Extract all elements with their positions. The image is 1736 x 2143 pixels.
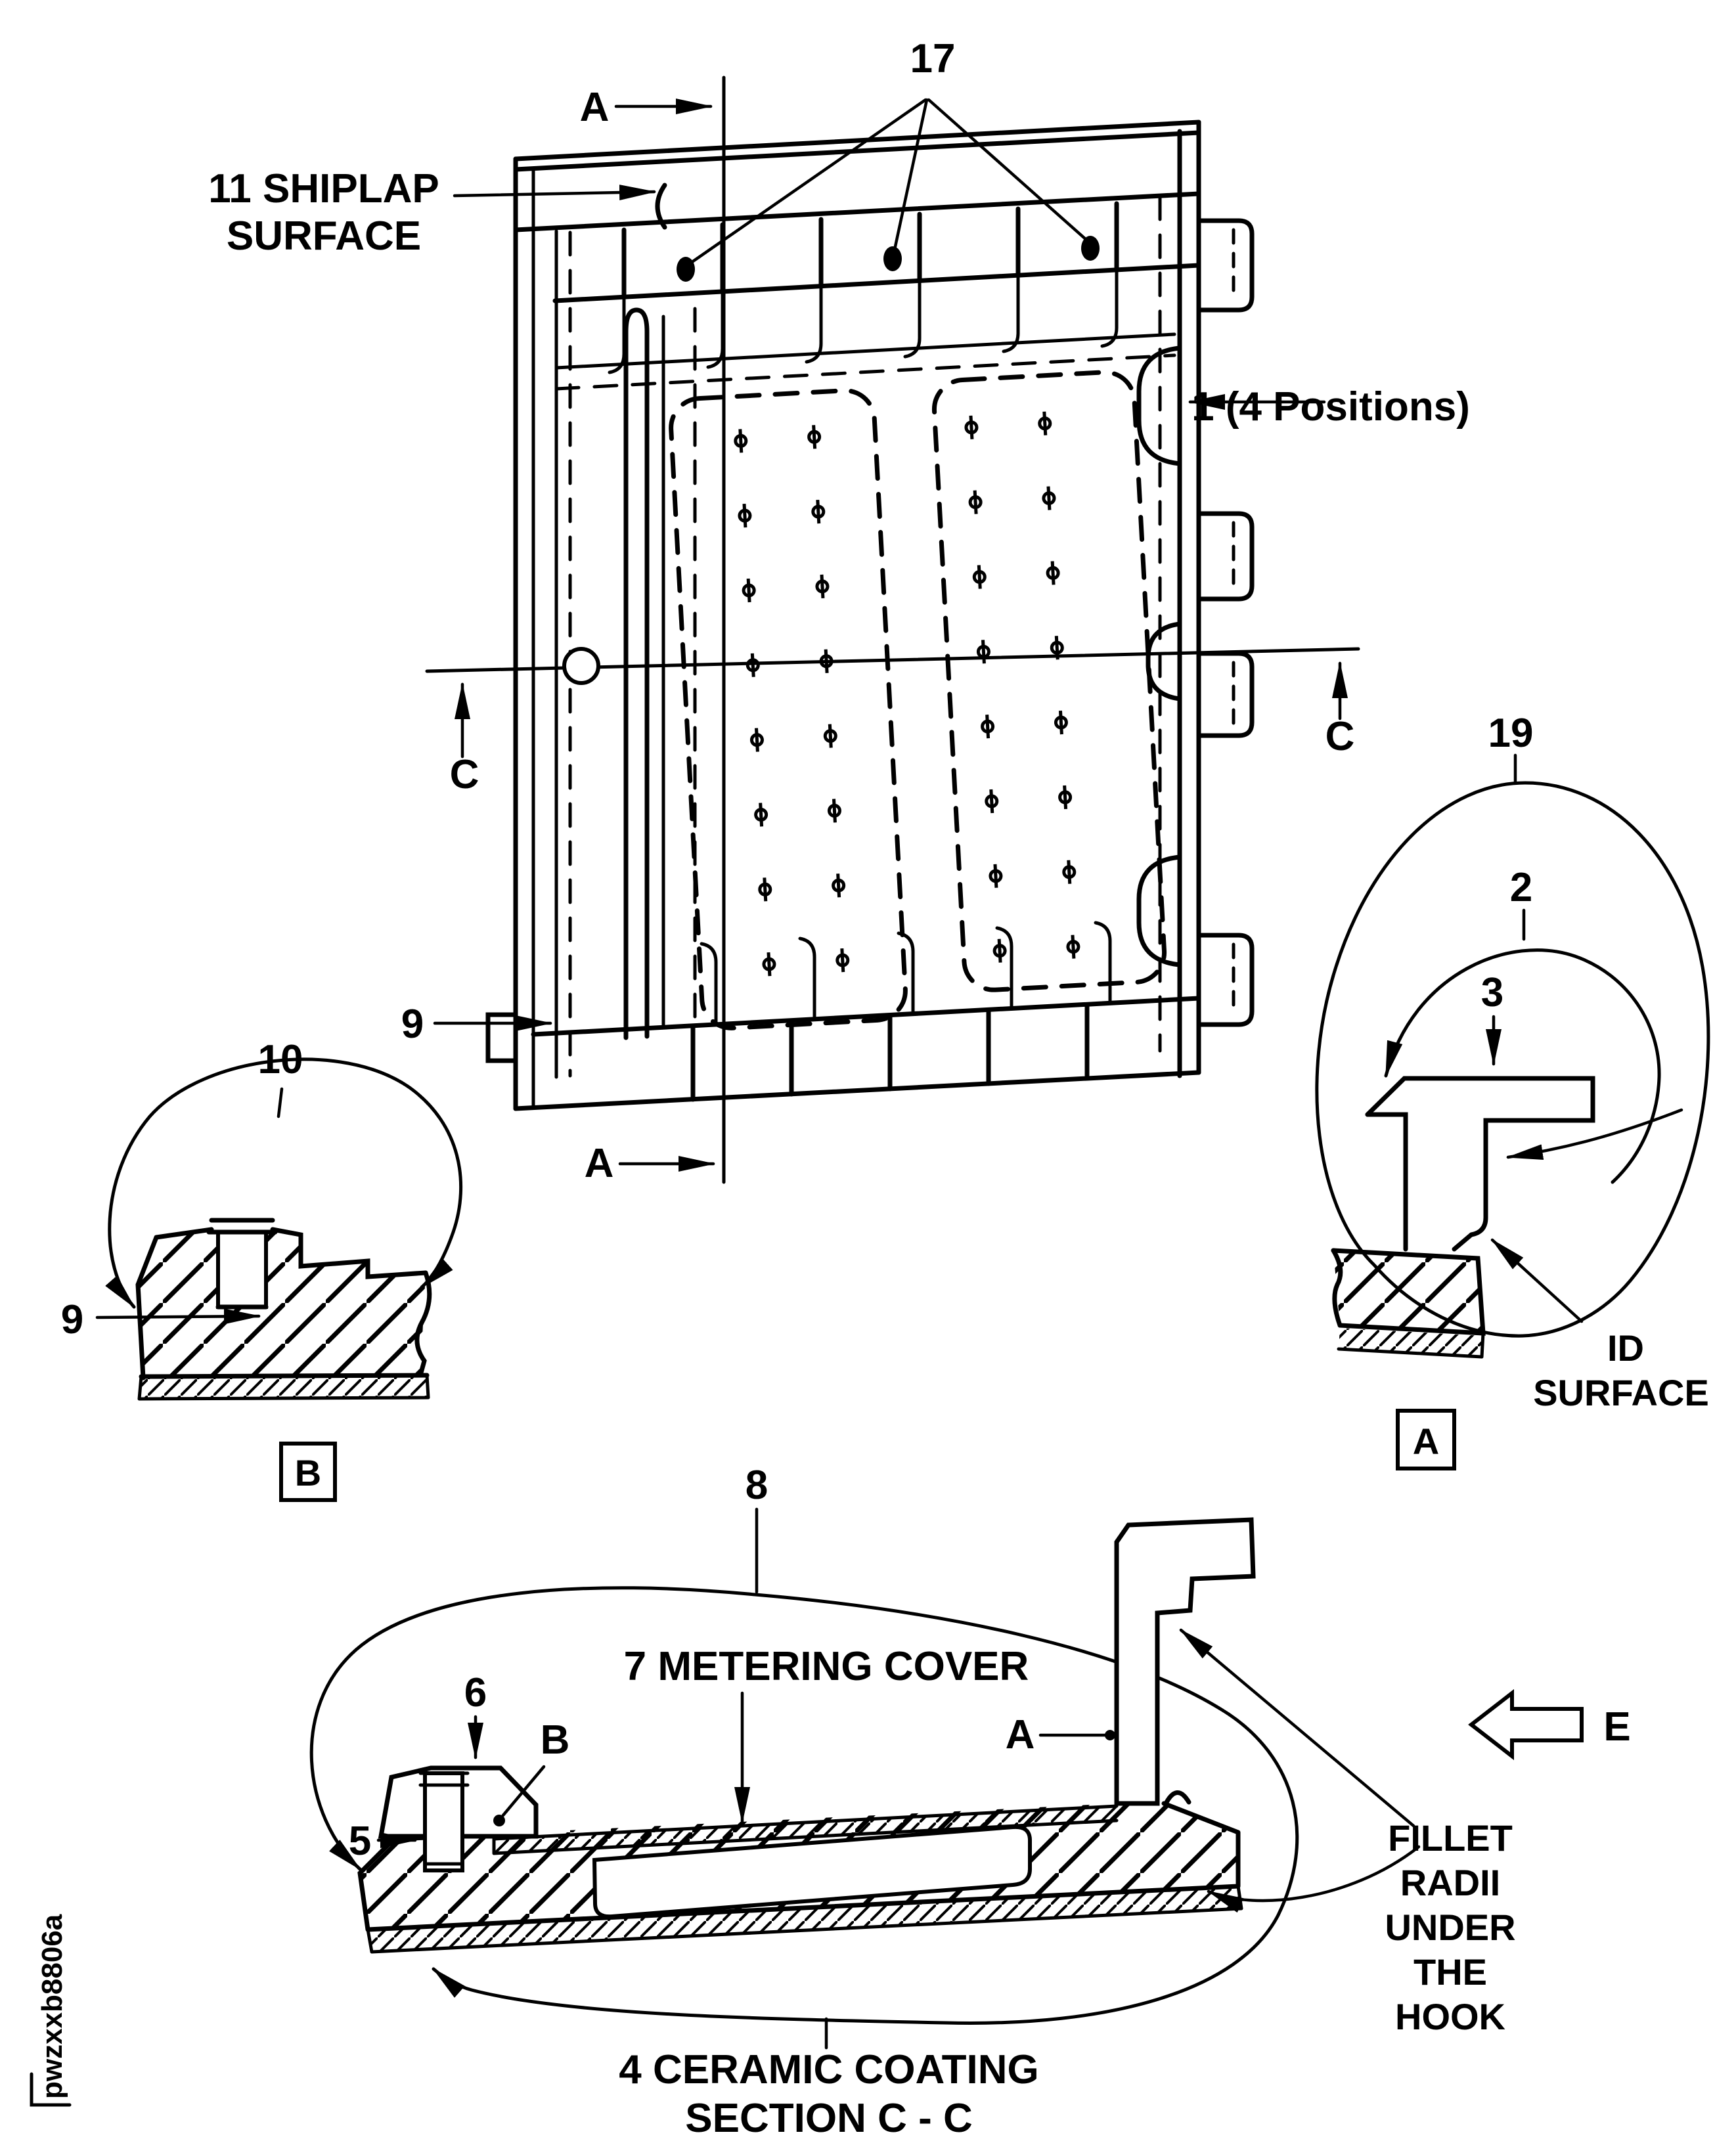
fillet-leader-2	[1207, 1845, 1421, 1913]
callout-3: 3	[1481, 970, 1503, 1015]
retention-hook-tabs	[1136, 218, 1255, 1027]
callout-6: 6	[464, 1670, 487, 1715]
panel-bottom-edge	[513, 1070, 1201, 1111]
shiplap-break-mark	[655, 183, 667, 230]
callout-17: 17	[910, 36, 956, 81]
cooling-panel-right	[931, 370, 1167, 992]
callout-17-targets	[677, 98, 1100, 282]
section-label-a-bottom: A	[585, 1141, 614, 1186]
section-label-c-left: C	[450, 752, 479, 797]
callout-19: 19	[1488, 711, 1534, 756]
view-ref-b: B	[295, 1452, 321, 1493]
view-ref-box-a	[1396, 1409, 1456, 1470]
ref-a-dot	[1105, 1730, 1115, 1740]
impingement-cavity	[592, 1824, 1032, 1919]
bottom-tab-row	[690, 921, 1112, 1102]
panel-top-edge	[513, 120, 1201, 162]
panel-corner-notch	[485, 1012, 518, 1063]
id-surface-line2: SURFACE	[1533, 1372, 1709, 1413]
callout-11-line1: 11 SHIPLAP	[208, 166, 439, 211]
main-view: A A C C 17 11 SHIPLAP SURFACE 1 (4 Posit…	[208, 36, 1470, 1186]
section-cc-balloon	[309, 1586, 1299, 2025]
metering-cover-plate	[494, 1806, 1117, 1853]
callout-9-main: 9	[401, 1002, 424, 1047]
callout-7-metering-cover: 7 METERING COVER	[624, 1644, 1029, 1689]
figure-id-block: pwzxxb8806a	[30, 1914, 72, 2107]
ref-a-label: A	[1006, 1712, 1035, 1757]
fillet-text-2: RADII	[1400, 1862, 1500, 1903]
fillet-text-3: UNDER	[1385, 1907, 1515, 1948]
view-direction-e-arrow-icon	[1468, 1689, 1584, 1761]
section-caption-line2: SECTION C - C	[685, 2096, 972, 2141]
detail-a-view: 19 2 3 ID SURFACE A	[1315, 711, 1710, 1470]
callout-11-line2: SURFACE	[227, 213, 421, 259]
ref-b-label: B	[541, 1717, 570, 1763]
fillet-text-4: THE	[1413, 1951, 1487, 1993]
detail-b-section-body	[138, 1229, 426, 1377]
top-tab-row	[608, 201, 1119, 374]
view-direction-e-label: E	[1603, 1704, 1630, 1750]
callout-2: 2	[1510, 865, 1532, 910]
id-surface-leader-1	[1490, 1238, 1584, 1323]
ref-b-dot	[493, 1815, 505, 1826]
view-ref-box-b	[279, 1442, 337, 1502]
callout-10: 10	[258, 1037, 303, 1082]
section-caption-line1: 4 CERAMIC COATING	[619, 2047, 1039, 2092]
fillet-leader-1	[1179, 1628, 1415, 1828]
figure-id-code: pwzxxb8806a	[36, 1914, 68, 2099]
callout-9-detail-b-arrow	[95, 1308, 261, 1325]
view-ref-a: A	[1413, 1421, 1439, 1462]
fillet-text-1: FILLET	[1388, 1817, 1513, 1859]
section-stud	[423, 1771, 464, 1872]
detail-b-view: 10 9 B	[61, 1037, 463, 1502]
callout-5: 5	[349, 1819, 371, 1864]
callout-8: 8	[746, 1463, 768, 1508]
section-cc-view: 8 7 METERING COVER 6 B 5 A FILL	[309, 1463, 1631, 2141]
detail-a-base	[1333, 1250, 1483, 1333]
cooling-panel-left	[669, 388, 908, 1030]
detail-a-hook-profile	[1365, 1076, 1595, 1252]
section-label-a-top: A	[580, 85, 610, 130]
detail-a-inner-curve	[1384, 948, 1661, 1184]
callout-1: 1 (4 Positions)	[1191, 384, 1470, 430]
detail-b-balloon	[105, 1057, 463, 1309]
datum-circle	[562, 647, 600, 685]
ceramic-coating-layer	[368, 1886, 1241, 1952]
id-surface-leader-2	[1506, 1108, 1683, 1160]
detail-a-balloon	[1315, 781, 1710, 1338]
id-surface-line1: ID	[1607, 1327, 1644, 1369]
figure-id-bracket	[30, 2072, 72, 2107]
section-hook	[1114, 1517, 1256, 1806]
hook-fillet-bump	[1163, 1790, 1191, 1806]
fillet-text-5: HOOK	[1395, 1996, 1505, 2037]
callout-11-arrow	[453, 185, 656, 201]
section-label-c-right: C	[1325, 714, 1355, 759]
callout-9-detail-b: 9	[61, 1297, 83, 1342]
detail-b-stud	[216, 1230, 268, 1309]
